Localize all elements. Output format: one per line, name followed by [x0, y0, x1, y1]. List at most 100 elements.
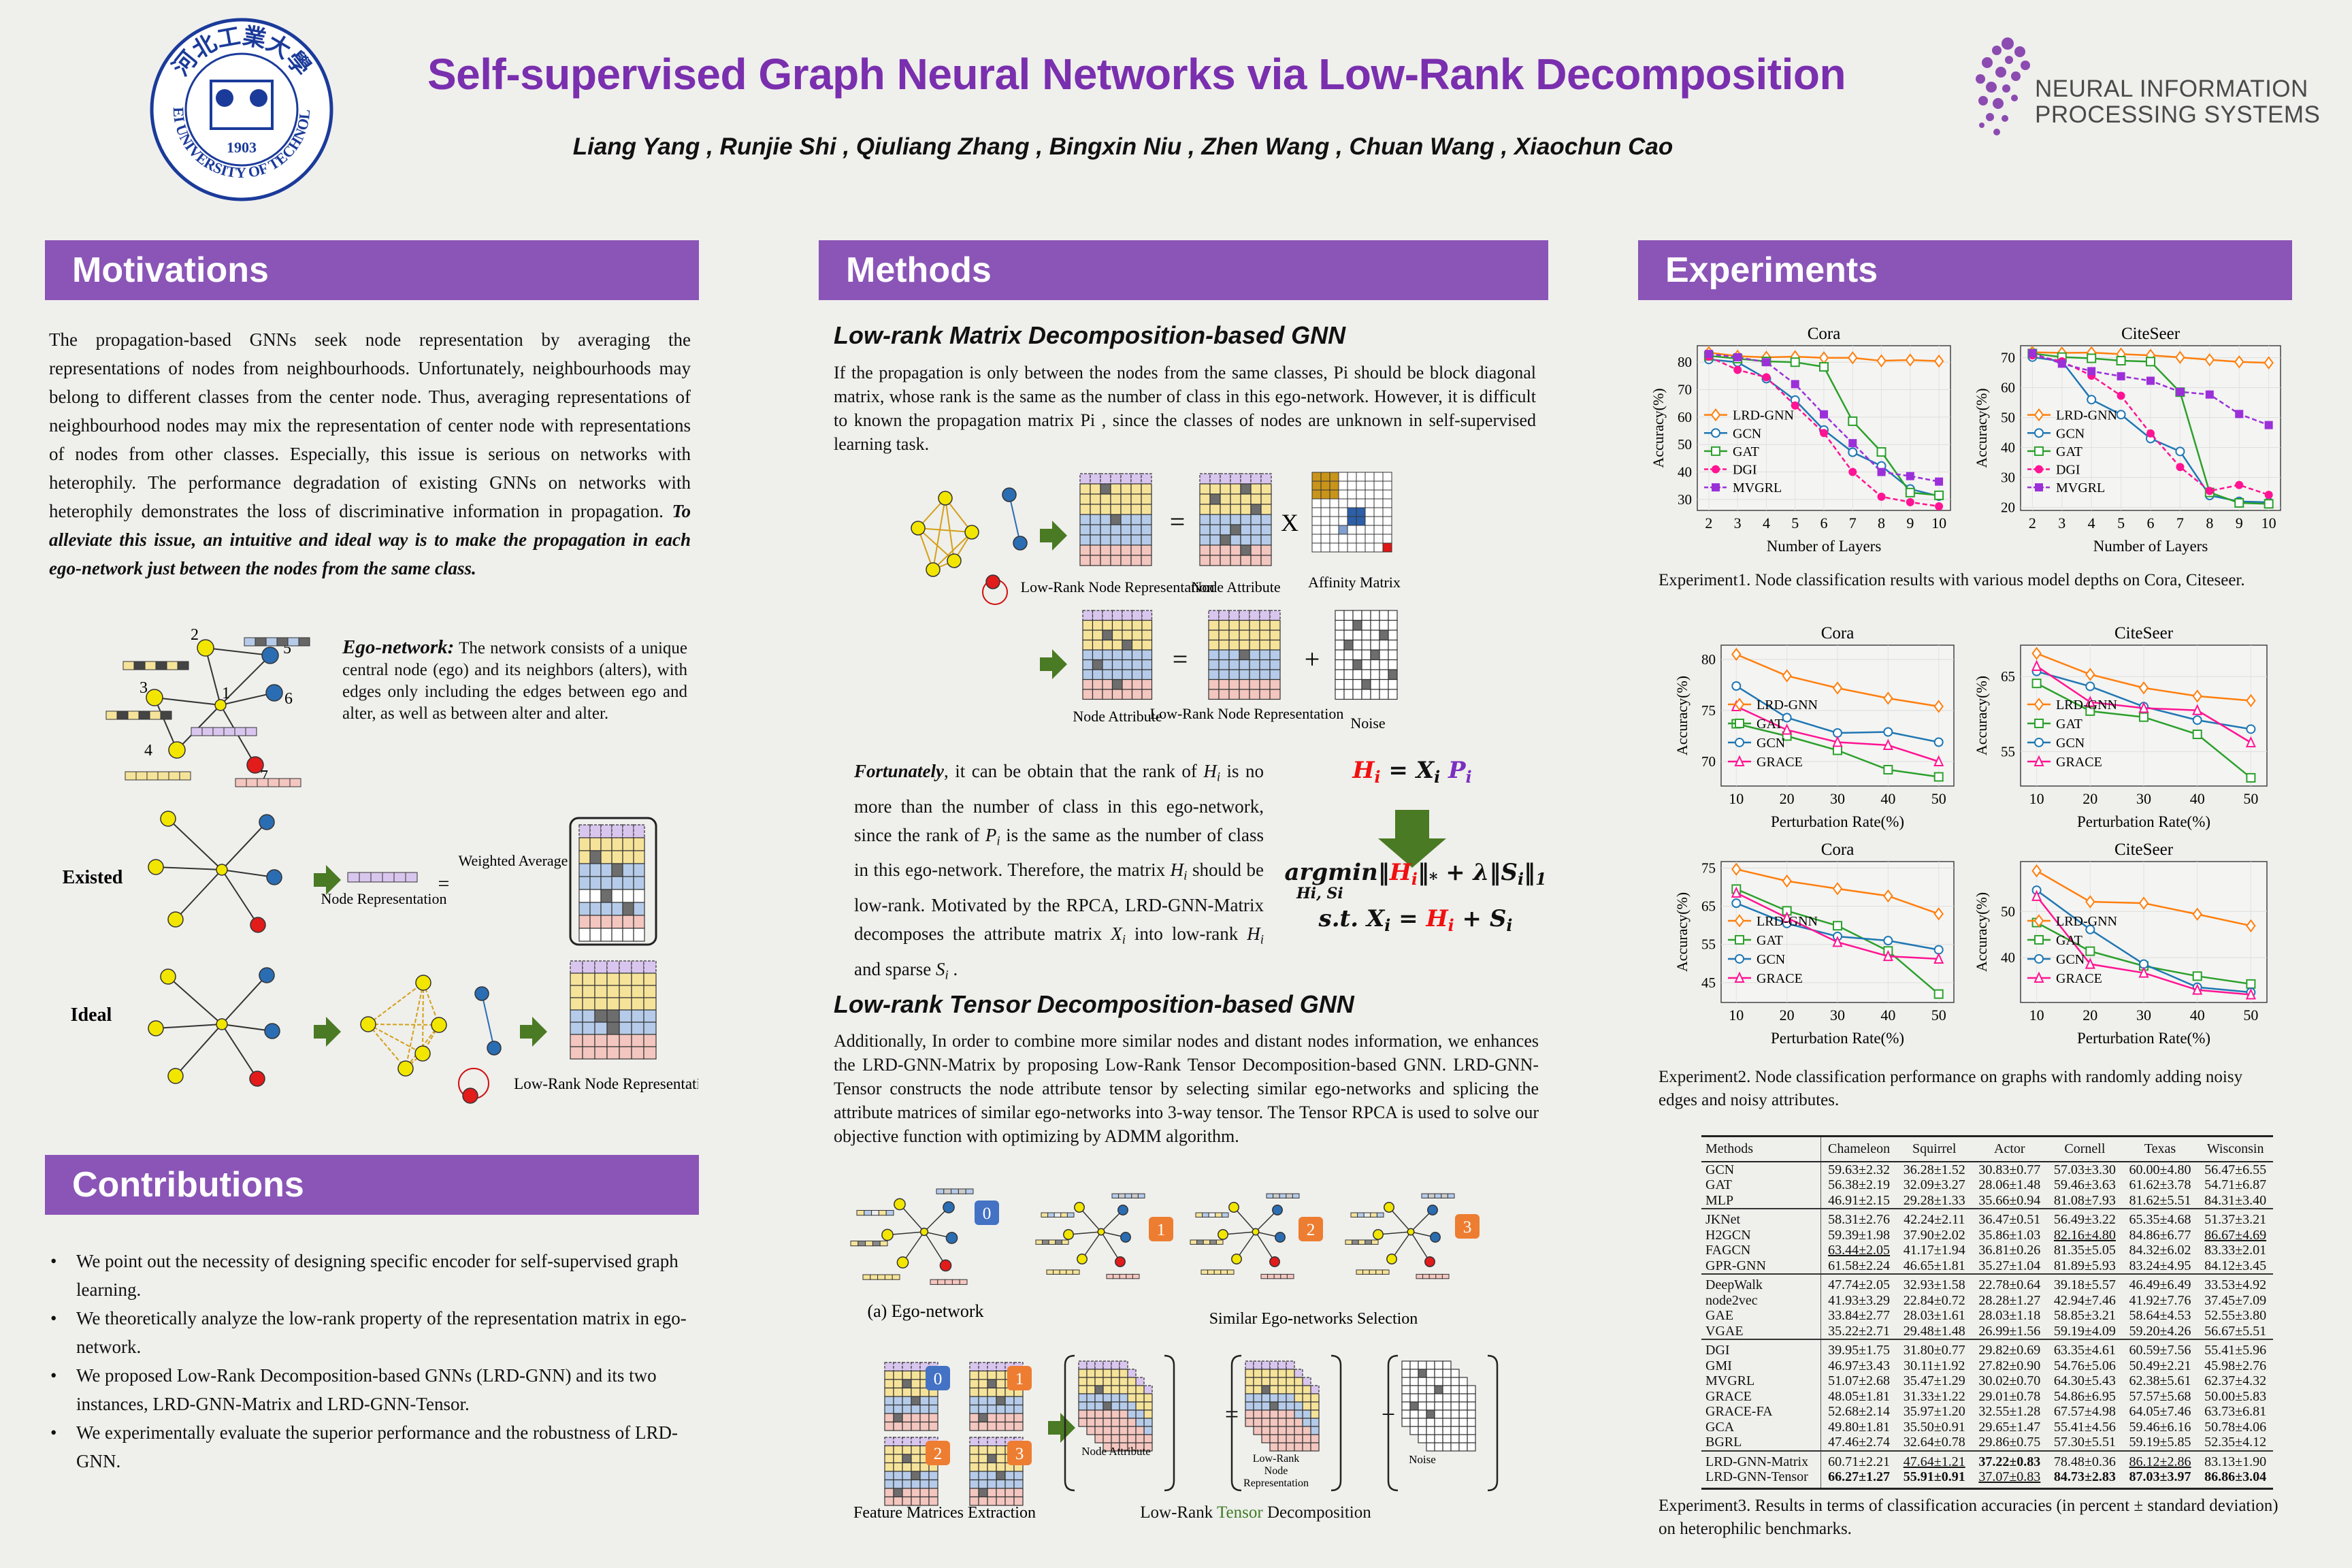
- matrix-cell: [619, 1009, 632, 1023]
- matrix-cell: [919, 1396, 930, 1406]
- matrix-cell: [902, 1421, 912, 1431]
- matrix-cell: [1122, 649, 1133, 661]
- matrix-cell: [996, 1437, 1006, 1447]
- matrix-cell: [1260, 473, 1272, 485]
- matrix-cell: [578, 863, 591, 877]
- attribute-vector: [1106, 1273, 1140, 1279]
- matrix-cell: [987, 1488, 997, 1498]
- matrix-cell: [1239, 669, 1250, 681]
- matrix-cell: [1228, 669, 1240, 681]
- matrix-cell: [1220, 555, 1231, 566]
- x-tick-label: 10: [1729, 1007, 1744, 1024]
- series-grace: [1731, 886, 1944, 964]
- class-edge: [368, 982, 424, 1025]
- matrix-cell: [1119, 1360, 1128, 1370]
- result-cell: 52.68±2.14: [1828, 1404, 1891, 1419]
- result-cell: 35.50±0.91: [1903, 1419, 1965, 1435]
- graph-edge: [154, 697, 221, 706]
- y-tick-label: 60: [1678, 409, 1692, 425]
- matrix-cell: [1253, 1418, 1262, 1427]
- matrix-cell: [1143, 1418, 1153, 1427]
- x-tick-label: 10: [2261, 514, 2276, 532]
- data-point: [2031, 864, 2042, 878]
- matrix-cell: [969, 1437, 979, 1447]
- graph-node: [1077, 1254, 1088, 1264]
- equals-sign: =: [438, 872, 450, 895]
- matrix-cell: [1130, 514, 1142, 525]
- matrix-cell: [1094, 1401, 1104, 1411]
- result-cell: 62.38±5.61: [2129, 1373, 2191, 1388]
- vector-cell: [1286, 1193, 1293, 1198]
- matrix-cell: [1259, 689, 1271, 700]
- matrix-cell: [1240, 544, 1252, 556]
- y-tick-label: 40: [2001, 949, 2015, 966]
- matrix-cell: [1388, 630, 1398, 641]
- graph-node: [938, 491, 953, 506]
- matrix-cell: [884, 1387, 894, 1397]
- matrix-cell: [911, 1462, 921, 1472]
- ego-center-node: [1097, 1228, 1105, 1236]
- matrix-cell: [1102, 1409, 1112, 1419]
- matrix-cell: [1409, 1385, 1419, 1394]
- matrix-cell: [1335, 669, 1345, 681]
- graph-node: [266, 869, 282, 885]
- legend-item: LRD-GNN: [1728, 698, 1818, 713]
- series-gat: [2031, 679, 2256, 783]
- graph-edge: [1233, 1207, 1256, 1232]
- logo-dot: [1986, 82, 1997, 93]
- matrix-cell: [893, 1479, 903, 1489]
- vector-cell: [1060, 1212, 1068, 1218]
- graph-edge: [899, 1204, 925, 1232]
- matrix-cell: [1102, 689, 1113, 700]
- data-point: [2085, 946, 2095, 956]
- matrix-cell: [619, 973, 632, 986]
- matrix-cell: [969, 1396, 979, 1406]
- matrix-cell: [1261, 1393, 1271, 1403]
- legend-label: LRD-GNN: [1757, 698, 1818, 713]
- matrix-cell: [996, 1421, 1006, 1431]
- attribute-vector: [1035, 1239, 1069, 1245]
- matrix-cell: [1245, 1385, 1254, 1394]
- result-cell: 67.57±4.98: [2053, 1404, 2116, 1419]
- experiment3-caption: Experiment3. Results in terms of classif…: [1659, 1497, 2278, 1538]
- matrix-cell: [1102, 679, 1113, 690]
- vector-cell: [1137, 1193, 1145, 1198]
- matrix-cell: [1119, 1418, 1128, 1427]
- matrix-cell: [1260, 514, 1272, 525]
- vector-cell: [864, 1210, 872, 1216]
- graph-node: [1115, 1256, 1126, 1267]
- matrix-cell: [1253, 1393, 1262, 1403]
- matrix-cell: [1230, 514, 1241, 525]
- matrix-cell: [606, 1034, 620, 1047]
- legend-label: GAT: [1733, 444, 1759, 459]
- vector-cell: [1124, 1193, 1132, 1198]
- vector-cell: [244, 637, 256, 647]
- tensor-bracket: [1230, 1354, 1342, 1492]
- matrix-cell: [1220, 524, 1231, 536]
- legend-item: LRD-GNN: [1728, 914, 1818, 929]
- matrix-cell: [1250, 483, 1262, 495]
- matrix-cell: [611, 850, 623, 864]
- matrix-cell: [902, 1471, 912, 1481]
- matrix-cell: [1086, 1393, 1096, 1403]
- matrix-cell: [1245, 1418, 1254, 1427]
- matrix-cell: [1401, 1377, 1411, 1386]
- vector-cell: [1215, 1212, 1222, 1218]
- legend-item: GCN: [2027, 426, 2085, 441]
- attribute-vector: [936, 1188, 974, 1194]
- data-point: [2264, 356, 2274, 370]
- matrix-cell: [1122, 679, 1133, 690]
- matrix-cell: [996, 1488, 1006, 1498]
- matrix-cell: [1111, 1393, 1120, 1403]
- vector-cell: [160, 710, 172, 720]
- logo-dot: [1986, 113, 1994, 121]
- matrix-cell: [1120, 534, 1132, 546]
- graph-node: [1269, 1256, 1280, 1267]
- feature-matrix: [884, 1362, 938, 1431]
- matrix-cell: [643, 960, 657, 974]
- matrix-cell: [1352, 679, 1362, 690]
- graph-edge: [221, 975, 267, 1025]
- matrix-cell: [1388, 659, 1398, 670]
- matrix-cell: [911, 1370, 921, 1380]
